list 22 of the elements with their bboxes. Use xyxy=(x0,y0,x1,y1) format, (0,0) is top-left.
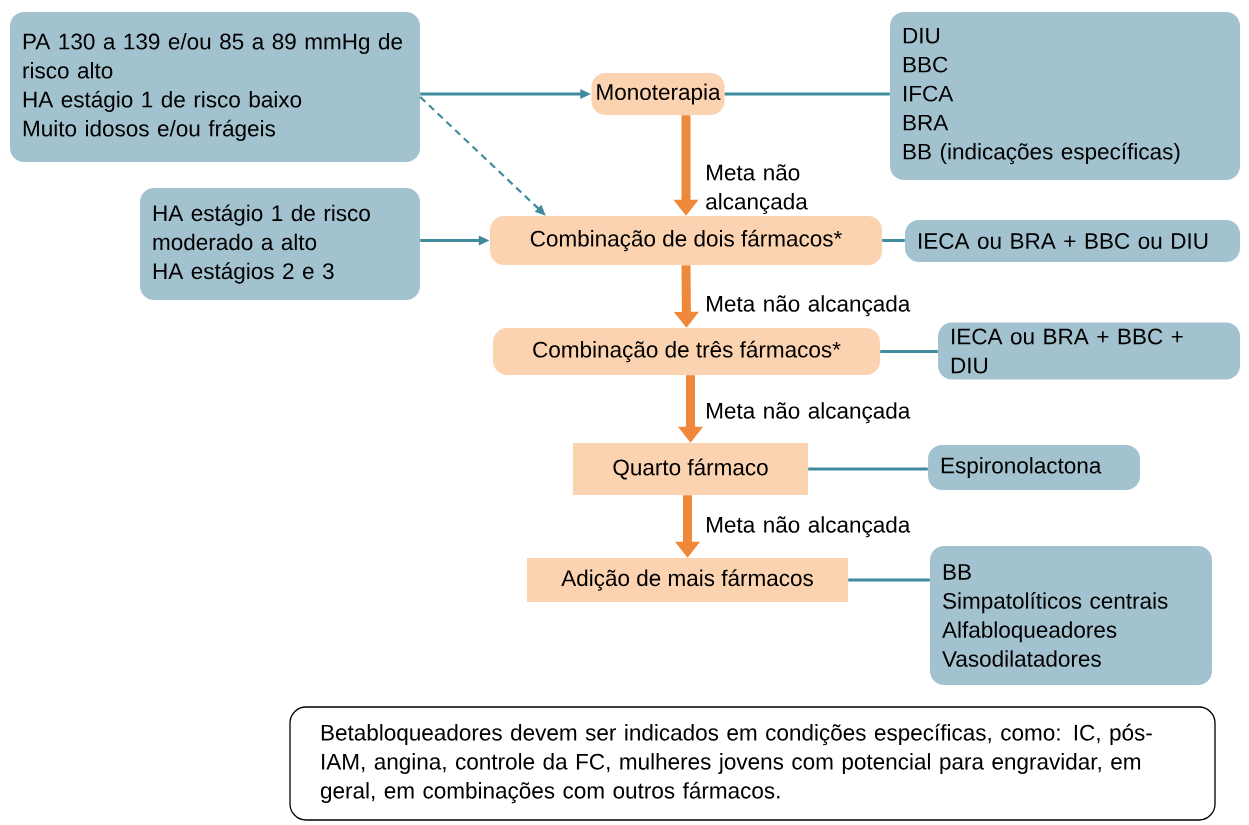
edge-label: Meta não alcançada xyxy=(707,402,911,424)
drug-list-box: BB Simpatolíticos centrais Alfabloqueadores Vasodilatadores xyxy=(930,546,1212,685)
treatment-step-box: Adição de mais fármacos xyxy=(527,558,848,602)
edge-label: Meta não alcançada xyxy=(706,164,808,215)
connector-line xyxy=(724,92,890,96)
drug-list-box: IECA ou BRA + BBC ou DIU xyxy=(905,220,1240,262)
connector-line xyxy=(848,578,930,582)
treatment-step-box: Combinação de dois fármacos* xyxy=(490,216,882,265)
drug-list-box: IECA ou BRA + BBC + DIU xyxy=(938,322,1240,380)
edge-label: Meta não alcançada xyxy=(707,516,911,538)
patient-group-box: HA estágio 1 de risco moderado a alto HA estágios 2 e 3 xyxy=(140,188,420,300)
treatment-step-box: Monoterapia xyxy=(591,73,725,115)
patient-group-box: PA 130 a 139 e/ou 85 a 89 mmHg de risco alto HA estágio 1 de risco baixo Muito idosos e/ou frágeis xyxy=(10,12,420,162)
note-box: Betabloqueadores devem ser indicados em condições específicas, como: IC, pós-IAM, angina, controle da FC, mulheres jovens com potencial para engravidar, em geral, em combinações com outros fármacos. xyxy=(289,706,1216,821)
drug-list-box: Espironolactona xyxy=(928,445,1140,490)
treatment-step-box: Quarto fármaco xyxy=(573,443,808,495)
connector-line xyxy=(882,239,905,242)
treatment-step-box: Combinação de três fármacos* xyxy=(493,328,880,375)
edge-label: Meta não alcançada xyxy=(707,295,911,317)
connector-line xyxy=(880,350,938,353)
connector-line xyxy=(808,467,928,471)
drug-list-box: DIU BBC IFCA BRA BB (indicações específicas) xyxy=(890,12,1240,180)
